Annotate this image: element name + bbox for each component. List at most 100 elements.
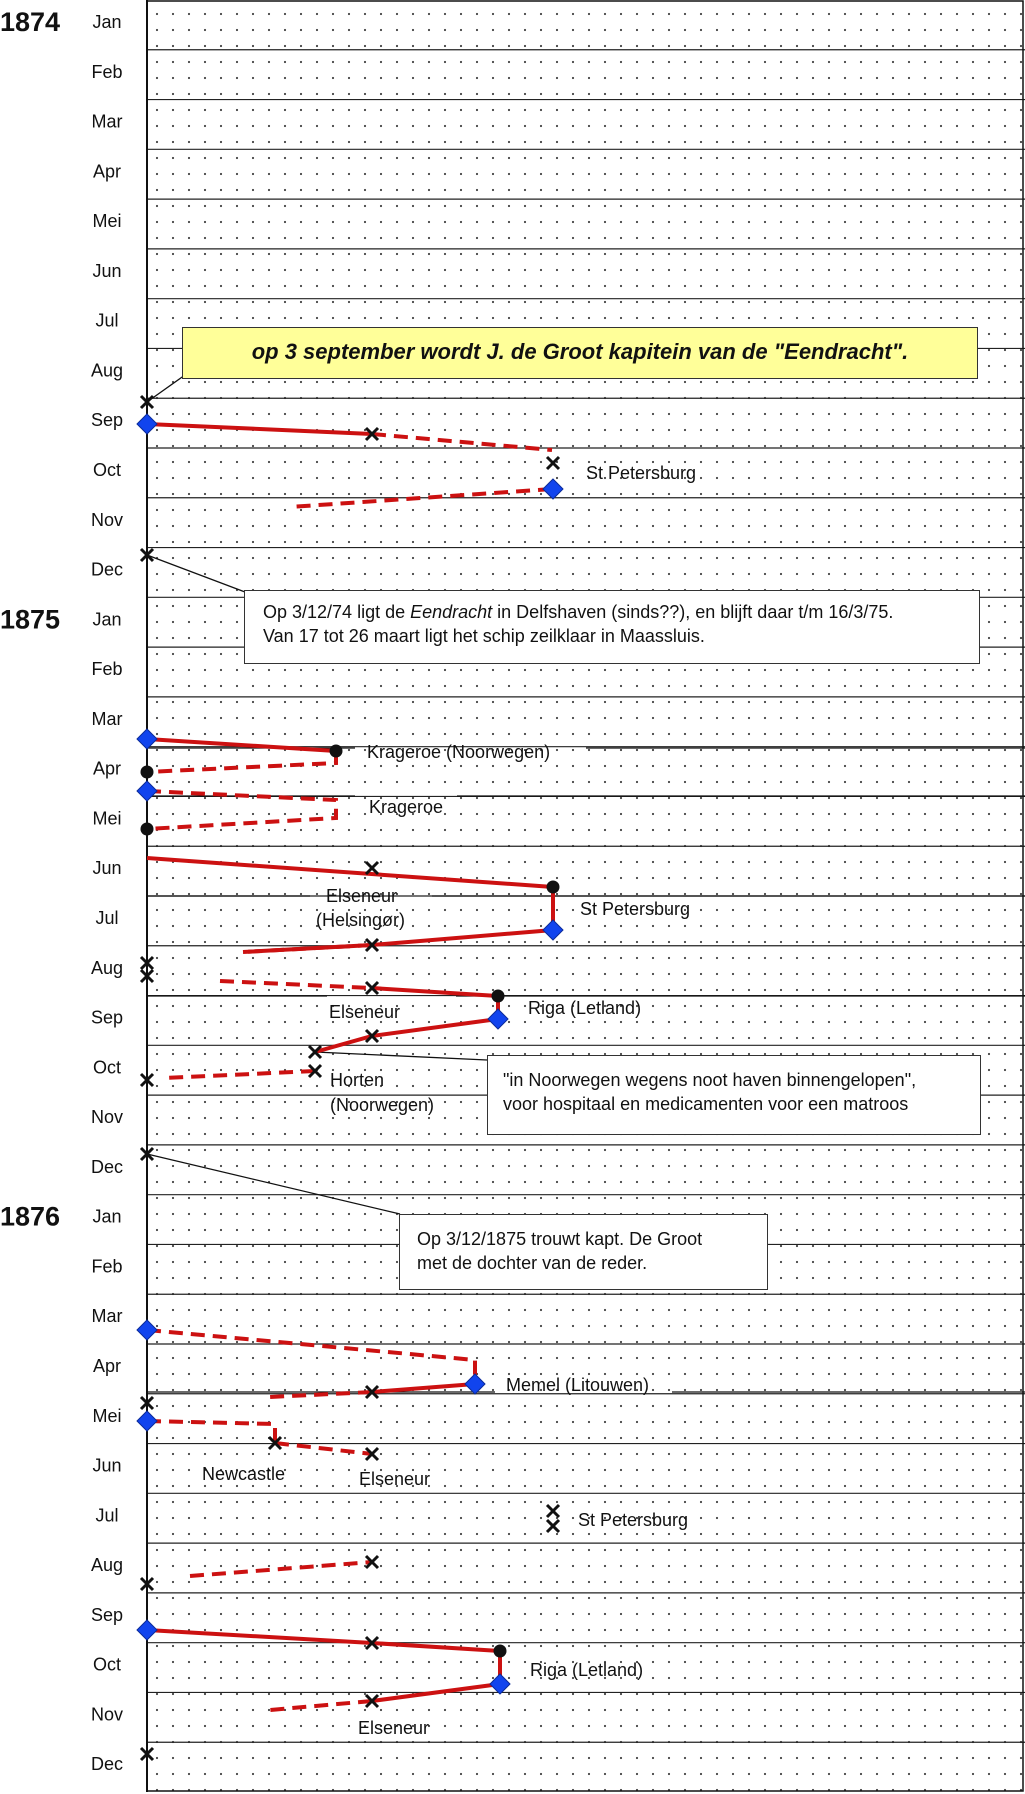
cross-marker [364,1635,380,1651]
noorwegen-note-connector [314,1051,488,1061]
cross-marker [139,1072,155,1088]
month-label: Apr [93,1356,121,1376]
route-segment [269,1699,373,1712]
port-diamond [487,1008,509,1030]
cross-marker [364,426,380,442]
port-diamond [464,1373,486,1395]
cross-marker [364,1028,380,1044]
month-label: Jan [92,609,121,629]
place-label: St Petersburg [580,899,690,919]
cross-marker [139,1146,155,1162]
route-segment [274,1441,373,1456]
voyage-routes [146,422,555,1712]
route-segment [269,1390,373,1399]
wedding-note-line1: Op 3/12/1875 trouwt kapt. De Groot [417,1229,703,1249]
place-label: Newcastle [202,1464,285,1484]
month-label: Dec [91,560,123,580]
month-label: Mar [92,1306,123,1326]
arrival-dot [329,744,343,758]
month-label: Sep [91,1605,123,1625]
place-label: St Petersburg [578,1510,688,1530]
cross-marker [139,547,155,563]
arrival-dot [491,989,505,1003]
month-label: Oct [93,1655,121,1675]
cross-marker [307,1063,323,1079]
month-label: Jun [92,261,121,281]
cross-marker [364,1384,380,1400]
route-segment [146,737,337,753]
place-label: Elseneur [329,1002,400,1022]
cross-marker [364,860,380,876]
note-connectors [146,374,488,1215]
month-label: Jun [92,858,121,878]
place-label: Memel (Litouwen) [506,1375,649,1395]
route-segment [219,979,373,990]
port-diamond [136,728,158,750]
month-label: Mei [92,211,121,231]
cross-marker [364,1554,380,1570]
month-label: Nov [91,1107,123,1127]
arrival-dot [140,822,154,836]
month-label: Jan [92,1207,121,1227]
port-diamond [136,1319,158,1341]
arrival-dot [140,765,154,779]
noorwegen-note-line1: "in Noorwegen wegens noot haven binnenge… [503,1070,917,1090]
cross-marker [139,955,155,971]
place-label: (Noorwegen) [330,1095,434,1115]
route-segment [146,1419,277,1443]
port-diamond [136,1619,158,1641]
month-label: Aug [91,1555,123,1575]
place-label: (Helsingør) [316,910,405,930]
place-label: Riga (Letland) [528,998,641,1018]
place-labels: St Petersburg Krageroe (Noorwegen) Krage… [202,463,696,1738]
month-label: Jul [95,908,118,928]
cross-marker [139,1746,155,1762]
cross-marker [139,968,155,984]
month-label: Apr [93,759,121,779]
delfshaven-note-line2: Van 17 tot 26 maart ligt het schip zeilk… [263,626,705,646]
place-label: Krageroe [369,797,443,817]
noorwegen-note-line2: voor hospitaal en medicamenten voor een … [503,1094,909,1114]
delfshaven-note: Op 3/12/74 ligt de Eendracht in Delfshav… [244,590,980,664]
month-label: Feb [91,659,122,679]
cross-marker [139,394,155,410]
place-label: St Petersburg [586,463,696,483]
month-label: Feb [91,62,122,82]
cross-marker [364,937,380,953]
port-diamond [136,413,158,435]
month-label: Mar [92,709,123,729]
cross-marker [267,1435,283,1451]
place-label: Krageroe (Noorwegen) [367,742,550,762]
wedding-note: Op 3/12/1875 trouwt kapt. De Groot met d… [399,1214,768,1290]
month-label: Oct [93,1057,121,1077]
month-label: Nov [91,1704,123,1724]
captain-note: op 3 september wordt J. de Groot kapitei… [182,327,978,379]
port-diamond [542,919,564,941]
arrival-dot [493,1644,507,1658]
port-arrival-dots [140,744,560,1658]
cross-marker [545,1518,561,1534]
route-segment [146,789,338,831]
cross-marker [545,1503,561,1519]
route-segment [371,1382,476,1394]
trouwt-note-connector [146,1153,401,1215]
delfshaven-note-connector [146,554,246,593]
year-label: 1874 [0,7,60,37]
month-label: Sep [91,410,123,430]
cross-marker [139,1395,155,1411]
place-label: Elseneur [326,886,397,906]
port-departure-diamonds [136,413,564,1695]
wedding-note-line2: met de dochter van de reder. [417,1253,648,1273]
month-label: Dec [91,1157,123,1177]
month-label: Jul [95,311,118,331]
month-label: Apr [93,161,121,181]
route-segment [146,422,373,436]
route-segment [164,1069,316,1080]
month-label: Oct [93,460,121,480]
month-label: Jul [95,1505,118,1525]
route-segment [189,1560,373,1578]
month-label: Mei [92,808,121,828]
cross-marker [139,1576,155,1592]
month-label: Sep [91,1008,123,1028]
